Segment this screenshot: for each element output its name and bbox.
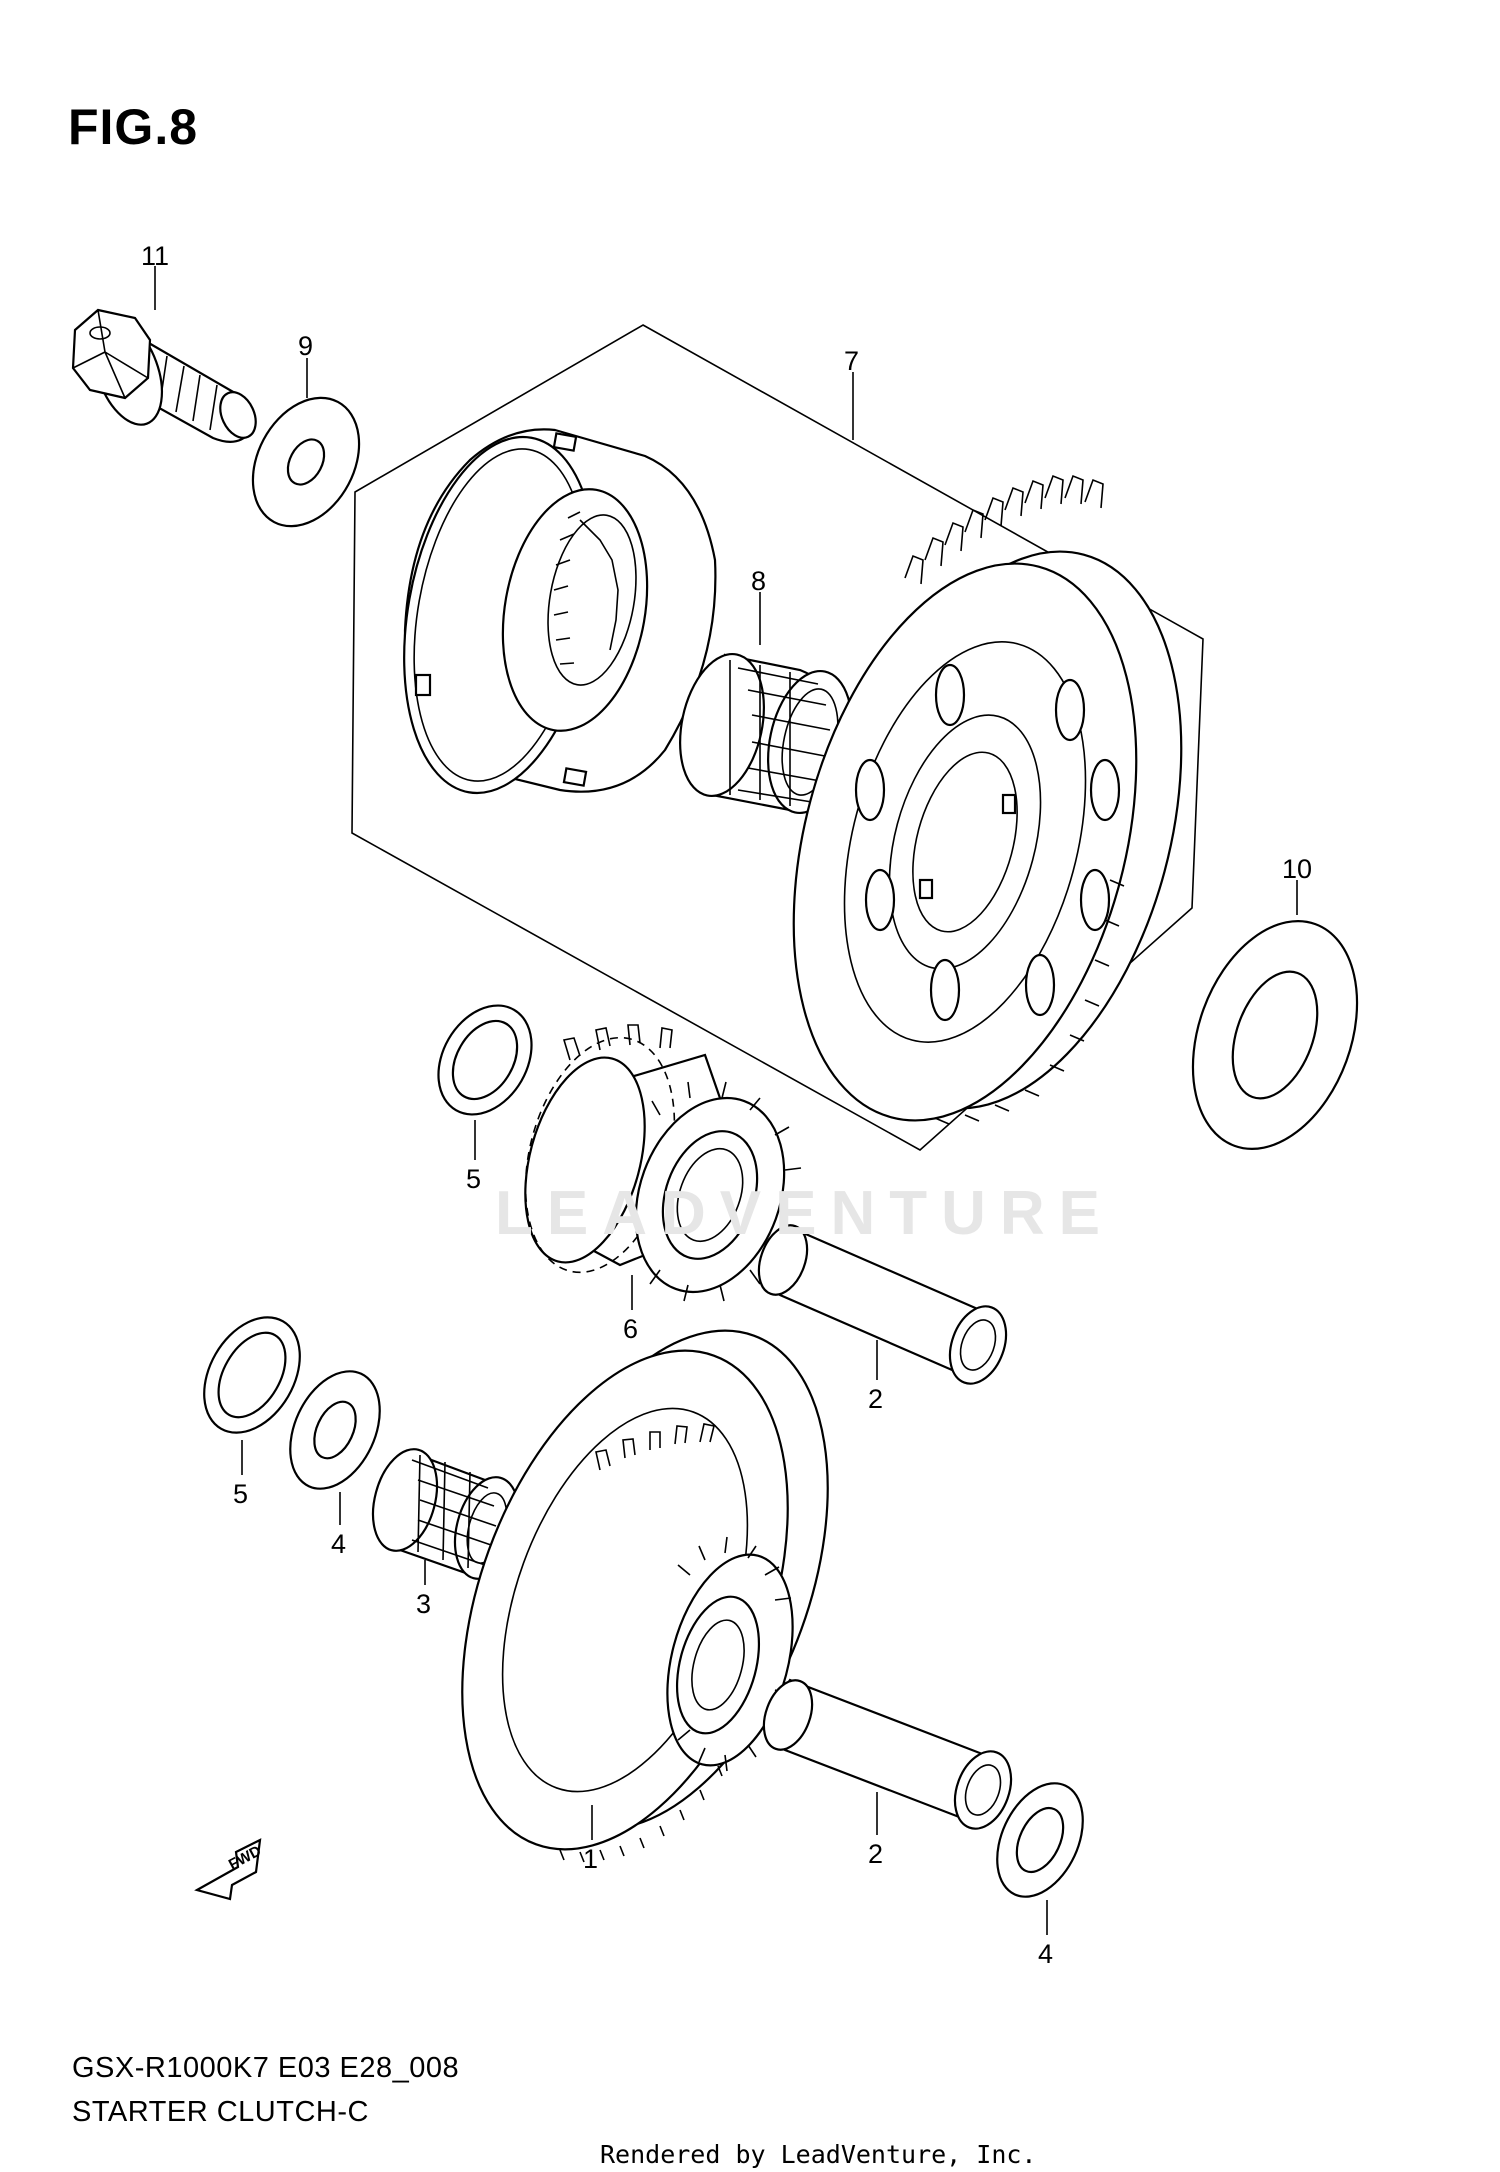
callout-8: 8: [751, 566, 766, 596]
callout-labels: 11 9 7 8 10 5 6 2 5 4 3 1 2 4: [141, 241, 1312, 1969]
callout-1: 1: [583, 1844, 598, 1874]
callout-7: 7: [844, 346, 859, 376]
diagram-name: STARTER CLUTCH-C: [72, 2096, 369, 2128]
callout-9: 9: [298, 331, 313, 361]
part-4-lower-washer: [996, 1782, 1084, 1898]
part-7-assembly-outline: [351, 324, 1204, 1151]
render-credit: Rendered by LeadVenture, Inc.: [600, 2140, 1037, 2169]
part-2-upper-shaft: [757, 1223, 1008, 1385]
part-2-lower-shaft: [762, 1678, 1013, 1830]
callout-11: 11: [141, 241, 169, 271]
callout-3: 3: [416, 1589, 431, 1619]
leader-lines: [154, 266, 1298, 1935]
callout-5-lower: 5: [233, 1479, 248, 1509]
part-6-idle-gear: [524, 1024, 802, 1302]
callout-2-lower: 2: [868, 1839, 883, 1869]
part-5-lower-shim: [203, 1316, 301, 1434]
part-9-washer: [251, 396, 361, 528]
part-5-upper-shim: [437, 1004, 533, 1116]
part-4-middle-washer: [289, 1370, 381, 1490]
part-1-starter-idle-gear: [461, 1329, 829, 1863]
part-7-starter-driven-gear: [792, 474, 1183, 1125]
part-7-clutch-housing: [403, 428, 717, 795]
callout-5-upper: 5: [466, 1164, 481, 1194]
callout-10: 10: [1282, 854, 1312, 884]
callout-2-upper: 2: [868, 1384, 883, 1414]
figure-title: FIG.8: [68, 99, 199, 155]
callout-4-lower: 4: [1038, 1939, 1053, 1969]
callout-6: 6: [623, 1314, 638, 1344]
part-11-flange-bolt: [71, 308, 257, 443]
callout-4-middle: 4: [331, 1529, 346, 1559]
forward-direction-arrow-icon: FWD: [194, 1838, 264, 1901]
watermark: LEADVENTURE: [495, 1179, 1115, 1248]
part-8-needle-bearing: [679, 652, 853, 815]
diagram-code: GSX-R1000K7 E03 E28_008: [72, 2052, 460, 2084]
part-10-thrust-washer: [1191, 920, 1359, 1150]
